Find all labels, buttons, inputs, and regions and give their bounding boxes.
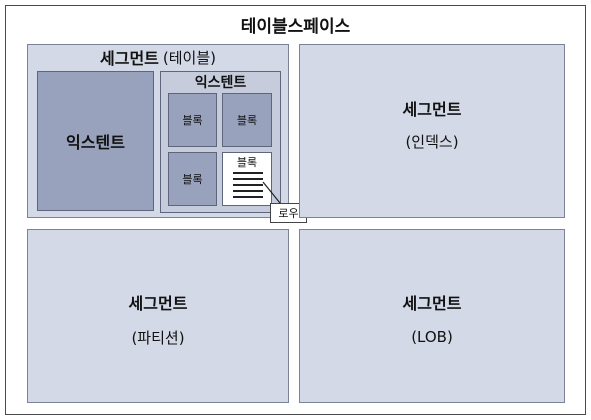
segment-index [299,44,565,218]
segment-lob [299,229,565,403]
segment-partition [27,229,289,403]
segment-table-sub: (테이블) [162,48,216,67]
extent-big [37,71,154,211]
row-line [233,196,263,198]
segment-partition-label: 세그먼트 [128,294,188,313]
row-line [233,178,263,180]
segment-table-label: 세그먼트 [100,49,159,68]
block-1: 블록 [168,93,217,147]
row-callout: 로우 [270,203,307,223]
extent-small-label: 익스텐트 [194,75,247,91]
row-line [233,184,263,186]
segment-index-label: 세그먼트 [402,100,462,119]
row-line [233,190,263,192]
tablespace-title: 테이블스페이스 [240,16,351,37]
segment-index-sub: (인덱스) [405,132,459,151]
segment-partition-sub: (파티션) [131,328,185,347]
segment-lob-label: 세그먼트 [402,294,462,313]
block-4-label: 블록 [236,156,258,169]
row-line [233,172,263,174]
segment-lob-sub: (LOB) [411,328,453,346]
block-3: 블록 [168,152,217,206]
extent-big-label: 익스텐트 [66,133,125,152]
segment-table-title: 세그먼트 (테이블) [27,46,289,69]
block-2: 블록 [222,93,272,147]
